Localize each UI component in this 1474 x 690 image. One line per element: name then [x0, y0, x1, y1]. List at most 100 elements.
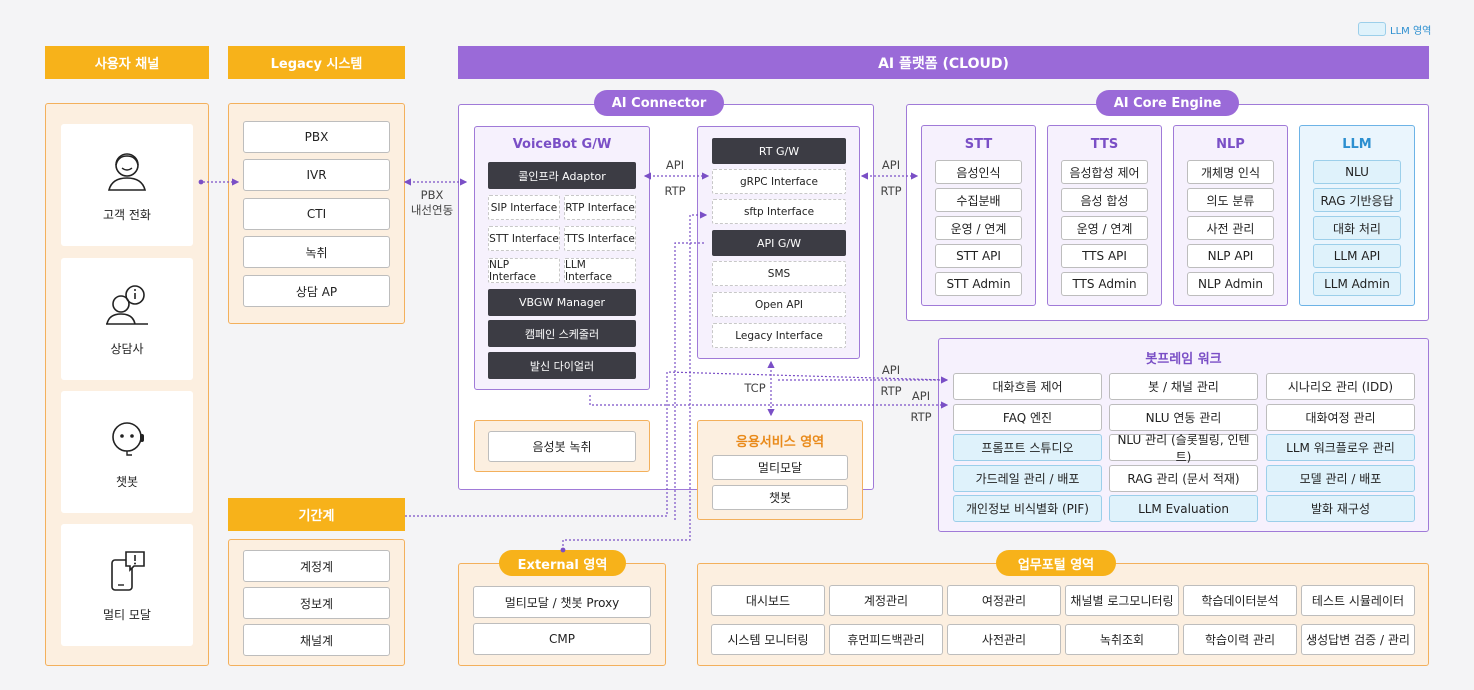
gigan-item: 채널계 — [243, 624, 390, 656]
campaign-scheduler: 캠페인 스케줄러 — [488, 320, 636, 347]
nlp-title: NLP — [1216, 137, 1245, 152]
llm-item: NLU — [1313, 160, 1401, 184]
tts-item: 운영 / 연계 — [1061, 216, 1148, 240]
link-voicebot-botframe — [589, 395, 949, 409]
botframe-item: 시나리오 관리 (IDD) — [1266, 373, 1415, 400]
app-service-item: 멀티모달 — [712, 455, 848, 480]
channel-label: 상담사 — [110, 341, 144, 356]
link-api-label: API — [665, 158, 685, 172]
ai-connector-title: AI Connector — [594, 90, 724, 116]
portal-item: 생성답변 검증 / 관리 — [1301, 624, 1415, 655]
stt-item: 수집분배 — [935, 188, 1022, 212]
channel-multimodal: 멀티 모달 — [61, 524, 193, 646]
botframe-item: 개인정보 비식별화 (PIF) — [953, 495, 1102, 522]
botframe-item: LLM Evaluation — [1109, 495, 1258, 522]
botframe-title: 봇프레임 워크 — [1145, 352, 1222, 367]
nlp-item: NLP Admin — [1187, 272, 1274, 296]
portal-item: 테스트 시뮬레이터 — [1301, 585, 1415, 616]
botframe-item: 프롬프트 스튜디오 — [953, 434, 1102, 461]
open-api: Open API — [712, 292, 846, 317]
stt-item: 음성인식 — [935, 160, 1022, 184]
channel-agent: 상담사 — [61, 258, 193, 380]
legacy-item: 녹취 — [243, 236, 390, 268]
portal-item: 채널별 로그모니터링 — [1065, 585, 1179, 616]
tts-item: 음성합성 제어 — [1061, 160, 1148, 184]
voicebot-interface: NLP Interface — [488, 258, 560, 283]
gigan-item: 정보계 — [243, 587, 390, 619]
legacy-item: PBX — [243, 121, 390, 153]
portal-item: 학습데이터분석 — [1183, 585, 1297, 616]
sms: SMS — [712, 261, 846, 286]
legend-swatch — [1358, 22, 1386, 36]
stt-item: STT Admin — [935, 272, 1022, 296]
chatbot-icon — [112, 421, 144, 456]
legacy-item: 상담 AP — [243, 275, 390, 307]
stt-item: STT API — [935, 244, 1022, 268]
botframe-item: 발화 재구성 — [1266, 495, 1415, 522]
link-rtp-label: RTP — [880, 384, 902, 398]
sftp-interface: sftp Interface — [712, 199, 846, 224]
portal-item: 휴먼피드백관리 — [829, 624, 943, 655]
portal-item: 사전관리 — [947, 624, 1061, 655]
rt-gw: RT G/W — [712, 138, 846, 164]
link-tcp-label: TCP — [744, 381, 766, 395]
link-rtp-label: RTP — [664, 184, 686, 198]
header-legacy: Legacy 시스템 — [228, 46, 405, 79]
header-ai-platform: AI 플랫폼 (CLOUD) — [458, 46, 1429, 79]
channel-label: 멀티 모달 — [103, 607, 151, 622]
link-api-label: API — [881, 363, 901, 377]
vbgw-manager: VBGW Manager — [488, 289, 636, 316]
botframe-item: 대화흐름 제어 — [953, 373, 1102, 400]
legend-label: LLM 영역 — [1390, 26, 1432, 37]
link-external-rt — [562, 211, 708, 550]
link-rtp-label: RTP — [910, 410, 932, 424]
botframe-item: 모델 관리 / 배포 — [1266, 465, 1415, 492]
portal-item: 대시보드 — [711, 585, 825, 616]
mobile-alert-icon — [111, 550, 145, 591]
llm-item: RAG 기반응답 — [1313, 188, 1401, 212]
ai-core-engine-title: AI Core Engine — [1096, 90, 1239, 116]
tts-title: TTS — [1090, 137, 1119, 152]
portal-item: 녹취조회 — [1065, 624, 1179, 655]
legacy-item: CTI — [243, 198, 390, 230]
botframe-item: RAG 관리 (문서 적재) — [1109, 465, 1258, 492]
nlp-item: 의도 분류 — [1187, 188, 1274, 212]
link-api-label: API — [911, 389, 931, 403]
voicebot-interface: LLM Interface — [564, 258, 636, 283]
portal-item: 여정관리 — [947, 585, 1061, 616]
tts-item: TTS API — [1061, 244, 1148, 268]
customer-headset-icon — [107, 152, 147, 191]
external-item: CMP — [473, 623, 651, 655]
voicebot-interface: RTP Interface — [564, 195, 636, 220]
link-rtp-label: RTP — [880, 184, 902, 198]
botframe-item: 봇 / 채널 관리 — [1109, 373, 1258, 400]
link-dot — [560, 547, 566, 553]
voicebot-interface: TTS Interface — [564, 226, 636, 251]
voicebot-gw-title: VoiceBot G/W — [512, 137, 612, 152]
botframe-grid: 대화흐름 제어 봇 / 채널 관리 시나리오 관리 (IDD) FAQ 엔진 N… — [953, 373, 1416, 523]
nlp-item: NLP API — [1187, 244, 1274, 268]
botframe-item: LLM 워크플로우 관리 — [1266, 434, 1415, 461]
grpc-interface: gRPC Interface — [712, 169, 846, 194]
channel-label: 고객 전화 — [103, 207, 151, 222]
app-service-item: 챗봇 — [712, 485, 848, 510]
external-item: 멀티모달 / 챗봇 Proxy — [473, 586, 651, 618]
header-user-channel: 사용자 채널 — [45, 46, 209, 79]
app-service-title: 응용서비스 영역 — [735, 435, 825, 450]
voicebot-recording: 음성봇 녹취 — [488, 431, 636, 462]
voicebot-interface: SIP Interface — [488, 195, 560, 220]
llm-item: LLM API — [1313, 244, 1401, 268]
channel-chatbot: 챗봇 — [61, 391, 193, 513]
gigan-item: 계정계 — [243, 550, 390, 582]
external-title: External 영역 — [499, 550, 626, 576]
nlp-item: 개체명 인식 — [1187, 160, 1274, 184]
botframe-item: FAQ 엔진 — [953, 404, 1102, 431]
tts-item: TTS Admin — [1061, 272, 1148, 296]
voicebot-adaptor: 콜인프라 Adaptor — [488, 162, 636, 189]
link-gigan-apigw — [674, 242, 706, 520]
legacy-interface: Legacy Interface — [712, 323, 846, 348]
botframe-item: NLU 관리 (슬롯필링, 인텐트) — [1109, 433, 1258, 464]
link-api-label: API — [881, 158, 901, 172]
